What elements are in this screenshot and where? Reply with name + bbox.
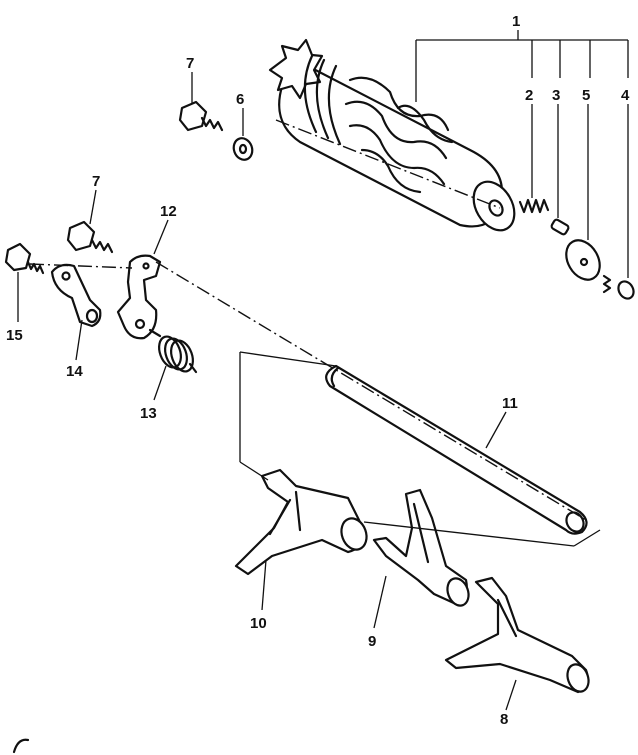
bolt-upper [178,100,224,132]
callout-5: 5 [582,87,590,104]
callout-labels: 1 2 3 5 4 7 6 7 12 15 14 13 11 10 9 8 [6,13,630,728]
stopper-arm-part [50,263,102,328]
callout-14: 14 [66,363,83,380]
plate-part [565,239,601,281]
callout-7a: 7 [186,55,194,72]
center-line [29,119,587,521]
callout-1: 1 [512,13,520,30]
screw-part [602,274,635,300]
callout-13: 13 [140,405,157,422]
callout-3: 3 [552,87,560,104]
callout-7b: 7 [92,173,100,190]
bolt-left [4,242,45,275]
callout-12: 12 [160,203,177,220]
pin-part [550,218,570,236]
spring-part [518,198,550,214]
shift-fork-8 [444,576,590,694]
callout-8: 8 [500,711,508,728]
stopper-spring-part [148,328,198,374]
leader-lines [17,30,629,711]
stopper-plate-part [116,254,162,340]
washer-part [232,137,254,161]
callout-6: 6 [236,91,244,108]
callout-10: 10 [250,615,267,632]
fork-group-bracket [239,351,601,547]
callout-4: 4 [621,87,630,104]
shift-fork-9 [372,488,470,607]
bolt-lower [66,220,114,254]
shift-fork-10 [234,468,368,576]
callout-9: 9 [368,633,376,650]
callout-11: 11 [502,395,518,412]
shift-cam-drum [268,38,516,232]
corner-mark [12,738,30,754]
callout-2: 2 [525,87,533,104]
callout-15: 15 [6,327,23,344]
fork-shaft-part [325,364,588,535]
